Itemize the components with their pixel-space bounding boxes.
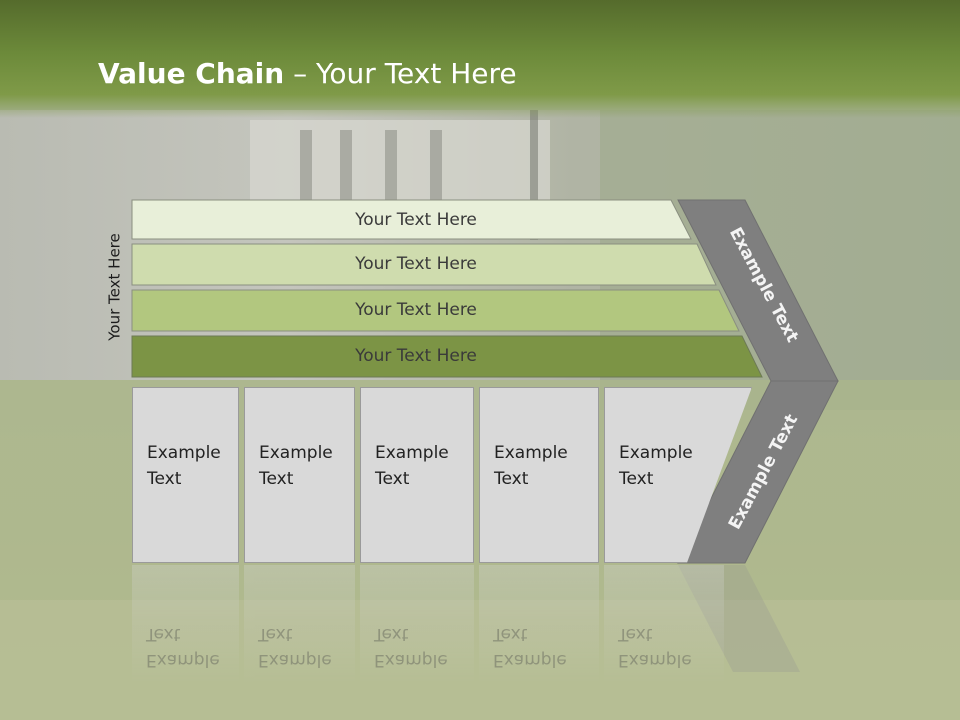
header-bar xyxy=(0,0,960,118)
band-1-shape xyxy=(131,199,692,240)
column-1-reflection: Example Text xyxy=(132,565,239,685)
column-3-reflection-text: Example Text xyxy=(374,624,448,670)
column-5-reflection-text: Example Text xyxy=(618,624,692,670)
title-bold: Value Chain xyxy=(98,57,285,90)
column-2-label: Example Text xyxy=(259,443,333,489)
band-2-label: Your Text Here xyxy=(355,254,477,274)
band-1: Your Text Here xyxy=(132,200,700,240)
column-2-reflection-text: Example Text xyxy=(258,624,332,670)
column-1-reflection-text: Example Text xyxy=(146,624,220,670)
band-2: Your Text Here xyxy=(132,244,700,284)
column-5-reflection: Example Text xyxy=(604,565,724,685)
band-1-label: Your Text Here xyxy=(355,210,477,230)
column-2-reflection: Example Text xyxy=(244,565,355,685)
column-3: Example Text xyxy=(360,387,474,563)
column-4-reflection-text: Example Text xyxy=(493,624,567,670)
band-2-shape xyxy=(131,243,717,286)
page-title: Value Chain – Your Text Here xyxy=(98,54,517,94)
band-3-shape xyxy=(131,289,740,332)
column-4-label: Example Text xyxy=(494,443,568,489)
column-3-reflection: Example Text xyxy=(360,565,474,685)
column-4: Example Text xyxy=(479,387,599,563)
title-rest: – Your Text Here xyxy=(284,57,517,90)
column-1-label: Example Text xyxy=(147,443,221,489)
column-4-reflection: Example Text xyxy=(479,565,599,685)
column-2: Example Text xyxy=(244,387,355,563)
column-3-label: Example Text xyxy=(375,443,449,489)
band-4: Your Text Here xyxy=(132,336,700,376)
band-3: Your Text Here xyxy=(132,290,700,330)
band-4-shape xyxy=(131,335,763,378)
band-4-label: Your Text Here xyxy=(355,346,477,366)
column-1: Example Text xyxy=(132,387,239,563)
chevron-reflection xyxy=(678,565,800,672)
band-3-label: Your Text Here xyxy=(355,300,477,320)
column-5-label: Example Text xyxy=(619,443,693,489)
